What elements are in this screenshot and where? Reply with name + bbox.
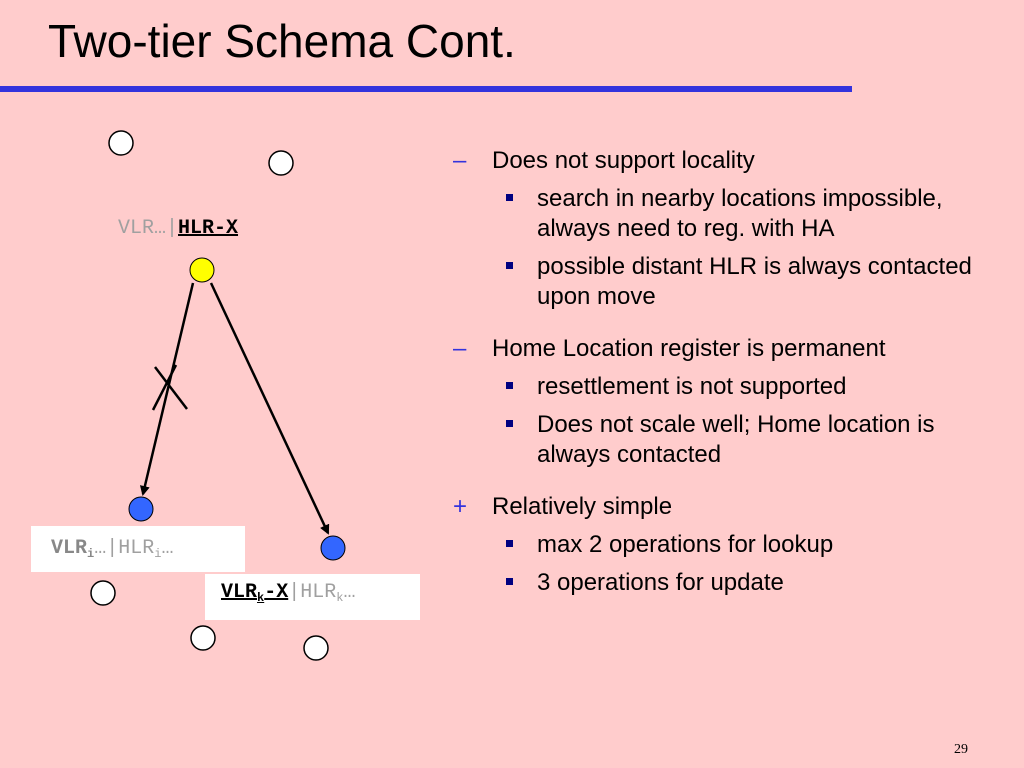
vlr-k-sub: k [257, 591, 265, 605]
sub-bullet-text: max 2 operations for lookup [537, 531, 834, 558]
vlr-k-label-box: VLRk-X|HLRk… [205, 574, 420, 620]
plus-marker: + [453, 493, 468, 520]
bullet-item: + Relatively simple [450, 492, 990, 522]
sub-bullet-item: max 2 operations for lookup [450, 530, 990, 560]
square-bullet-icon [506, 262, 513, 269]
vlr-text: VLR…| [118, 217, 179, 240]
page-number: 29 [954, 742, 968, 757]
ellipsis: … [161, 537, 174, 560]
visited-node-k [320, 535, 346, 561]
home-register-label: VLR…|HLR-X [118, 217, 238, 240]
hlr-i-text: …|HLR [94, 537, 155, 560]
bullet-text: Does not support locality [492, 147, 755, 174]
visited-node-i [128, 496, 154, 522]
bullet-text: Relatively simple [492, 493, 673, 520]
hlr-i-sub: i [154, 547, 162, 561]
bullet-item: – Does not support locality [450, 146, 990, 176]
sub-bullet-item: search in nearby locations impossible, a… [450, 184, 990, 244]
sub-bullet-item: resettlement is not supported [450, 372, 990, 402]
dash-marker: – [453, 335, 467, 362]
cross-mark [151, 364, 178, 411]
sub-bullet-text: resettlement is not supported [537, 373, 847, 400]
slide-title: Two-tier Schema Cont. [48, 15, 516, 67]
square-bullet-icon [506, 540, 513, 547]
dash-marker: – [453, 147, 467, 174]
bullet-text: Home Location register is permanent [492, 335, 886, 362]
bullet-item: – Home Location register is permanent [450, 334, 990, 364]
sub-bullet-text: Does not scale well; Home location is al… [537, 411, 935, 468]
hlr-k-sub: k [336, 591, 344, 605]
hlr-text: HLR-X [178, 217, 239, 240]
empty-node [303, 635, 329, 661]
square-bullet-icon [506, 420, 513, 427]
arrow-to-vlr-i [139, 282, 195, 496]
sub-bullet-text: search in nearby locations impossible, a… [537, 185, 943, 242]
empty-node [108, 130, 134, 156]
sub-bullet-item: possible distant HLR is always contacted… [450, 252, 990, 312]
square-bullet-icon [506, 578, 513, 585]
vlr-i-sub: i [87, 547, 95, 561]
arrow-to-vlr-k [209, 282, 330, 535]
square-bullet-icon [506, 194, 513, 201]
title-underline [0, 86, 852, 92]
hlr-k-text: |HLR [288, 581, 337, 604]
empty-node [190, 625, 216, 651]
empty-node [90, 580, 116, 606]
vlr-i-text: VLR [51, 537, 88, 560]
vlr-i-label-box: VLRi…|HLRi… [31, 526, 245, 572]
sub-bullet-item: 3 operations for update [450, 568, 990, 598]
cross-mark [154, 366, 188, 410]
vlr-k-text: VLR [221, 581, 258, 604]
ellipsis: … [343, 581, 356, 604]
home-node [189, 257, 215, 283]
vlr-k-dash-x: -X [264, 581, 289, 604]
sub-bullet-text: 3 operations for update [537, 569, 784, 596]
square-bullet-icon [506, 382, 513, 389]
sub-bullet-item: Does not scale well; Home location is al… [450, 410, 990, 470]
empty-node [268, 150, 294, 176]
bullet-list: – Does not support locality search in ne… [450, 146, 990, 598]
sub-bullet-text: possible distant HLR is always contacted… [537, 253, 972, 310]
